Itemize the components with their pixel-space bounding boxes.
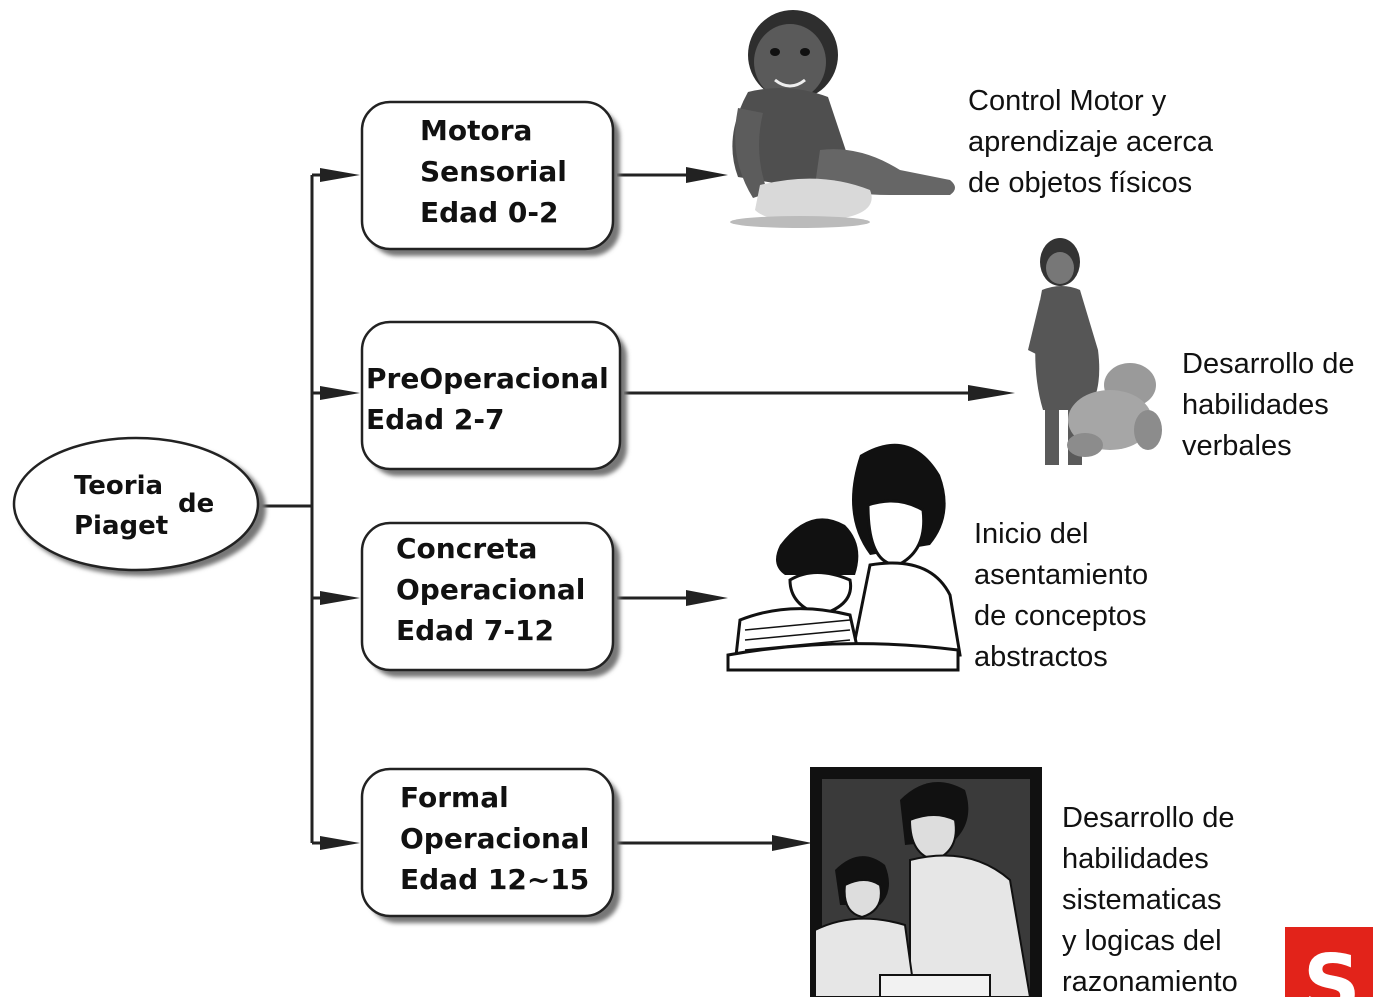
desc-formal-line2: habilidades [1062, 843, 1209, 875]
arrowheads [320, 167, 1015, 851]
root-title-de: de [178, 489, 215, 519]
desc-concreta-line1: Inicio del [974, 518, 1089, 550]
stage-box-concreta-operacional [360, 521, 620, 677]
girl-with-teddy-bear-photo [1028, 238, 1162, 465]
stage-box-motora-sensorial [360, 100, 620, 256]
root-title-line2: Piaget [74, 511, 169, 541]
desc-concreta-line2: asentamiento [974, 559, 1149, 591]
desc-formal-line4: y logicas del [1062, 925, 1222, 957]
desc-formal-line3: sistematicas [1062, 884, 1222, 916]
stage-box-preoperacional [360, 320, 627, 476]
stage-formal-line3: Edad 12~15 [400, 863, 590, 896]
desc-pre-line3: verbales [1182, 430, 1292, 462]
arrowhead [320, 386, 360, 400]
stage-concreta-line1: Concreta [396, 532, 538, 565]
stage-pre-line2: Edad 2-7 [366, 403, 505, 436]
baby-sitting-photo [730, 10, 955, 228]
stage-motora-line3: Edad 0-2 [420, 196, 559, 229]
desc-concreta-line4: abstractos [974, 641, 1108, 673]
mother-and-child-reading-illustration [726, 443, 962, 672]
corner-logo: S [1285, 927, 1373, 997]
stage-formal-line1: Formal [400, 781, 509, 814]
root-title-line1: Teoria [74, 471, 164, 501]
teacher-and-student-illustration [810, 767, 1042, 997]
stage-formal-line2: Operacional [400, 822, 590, 855]
logo-letter: S [1303, 938, 1361, 998]
desc-concreta-line3: de conceptos [974, 600, 1147, 632]
stage-motora-line2: Sensorial [420, 155, 567, 188]
desc-motora-line3: de objetos físicos [968, 167, 1193, 199]
stage-concreta-line3: Edad 7-12 [396, 614, 554, 647]
arrowhead [320, 836, 360, 850]
arrowhead [968, 385, 1015, 401]
desc-motora-line1: Control Motor y [968, 85, 1167, 117]
desc-formal-line5: razonamiento [1062, 966, 1238, 998]
stage-concreta-line2: Operacional [396, 573, 586, 606]
desc-pre-line1: Desarrollo de [1182, 348, 1355, 380]
stage-pre-line1: PreOperacional [366, 362, 609, 395]
stage-motora-line1: Motora [420, 114, 533, 147]
arrowhead [686, 590, 728, 606]
arrowhead [320, 591, 360, 605]
arrowhead [772, 835, 812, 851]
desc-motora-line2: aprendizaje acerca [968, 126, 1214, 158]
root-node [12, 436, 266, 576]
desc-pre-line2: habilidades [1182, 389, 1329, 421]
arrowhead [320, 168, 360, 182]
stage-box-formal-operacional [360, 767, 620, 923]
desc-formal-line1: Desarrollo de [1062, 802, 1235, 834]
arrowhead [686, 167, 728, 183]
